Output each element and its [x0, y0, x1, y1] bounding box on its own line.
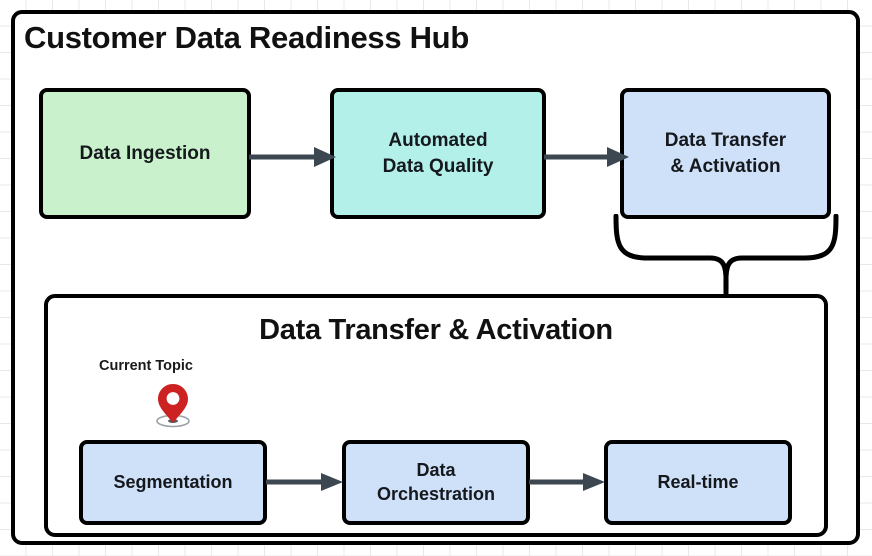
node-label-line-1: Automated	[388, 130, 488, 152]
node-data-orchestration-label: Data Orchestration	[377, 459, 495, 507]
node-data-ingestion-label: Data Ingestion	[79, 142, 211, 164]
arrow-ingestion-to-quality	[249, 147, 336, 167]
node-automated-data-quality-label: Automated Data Quality	[383, 128, 494, 178]
node-data-transfer-activation-label: Data Transfer & Activation	[665, 128, 786, 178]
node-real-time-label: Real-time	[657, 471, 739, 492]
arrow-orchestration-to-realtime	[529, 473, 605, 491]
node-data-orchestration[interactable]: Data Orchestration	[342, 440, 530, 525]
page-title: Customer Data Readiness Hub	[24, 20, 469, 55]
node-real-time[interactable]: Real-time	[604, 440, 792, 525]
node-data-transfer-activation[interactable]: Data Transfer & Activation	[620, 88, 831, 219]
node-data-ingestion[interactable]: Data Ingestion	[39, 88, 251, 219]
node-label-line-2: Data Quality	[382, 155, 494, 177]
curly-brace-connector	[613, 214, 839, 295]
node-label-line-2: & Activation	[670, 155, 781, 177]
node-label-line-1: Data	[416, 459, 456, 480]
node-label-line-1: Data Transfer	[664, 130, 787, 152]
current-topic-label: Current Topic	[99, 358, 193, 374]
node-label-line-2: Orchestration	[376, 483, 496, 504]
arrow-quality-to-transfer	[544, 147, 629, 167]
arrow-segmentation-to-orchestration	[266, 473, 343, 491]
map-pin-icon	[156, 384, 190, 428]
node-segmentation[interactable]: Segmentation	[79, 440, 267, 525]
node-segmentation-label: Segmentation	[113, 471, 233, 492]
node-automated-data-quality[interactable]: Automated Data Quality	[330, 88, 546, 219]
detail-panel-title: Data Transfer & Activation	[259, 314, 613, 346]
